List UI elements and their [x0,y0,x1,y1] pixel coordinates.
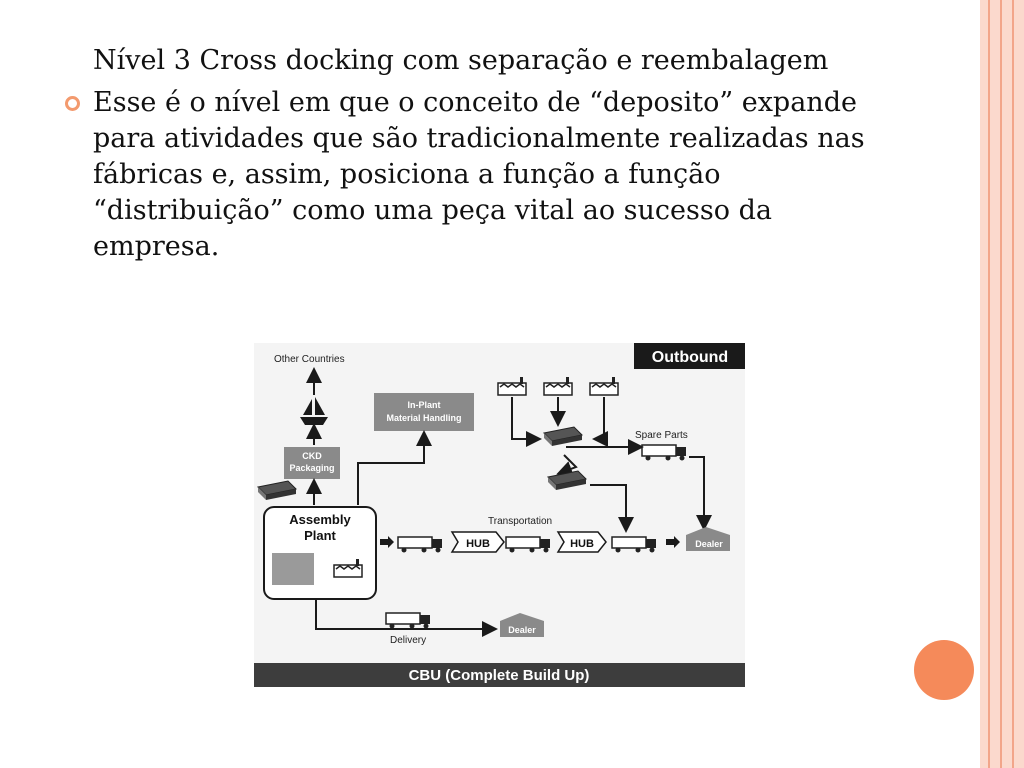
truck-icon [641,444,687,462]
crate-icon [543,426,583,447]
spare-parts-label: Spare Parts [635,430,688,441]
bullet-icon [65,96,80,111]
right-border-band [980,0,1024,768]
ckd-packaging-box [284,447,340,479]
ckd-label: CKD [302,451,322,461]
footer-label: CBU (Complete Build Up) [409,667,590,684]
other-countries-label: Other Countries [274,354,345,365]
hub-box [556,531,607,553]
truck-icon [505,536,551,554]
in-plant-box [374,393,474,431]
slide-heading: Nível 3 Cross docking com separação e re… [93,45,829,76]
arrow-icon [380,536,394,548]
outbound-badge: Outbound [652,349,728,366]
dealer-icon [500,613,544,637]
plant-label: Plant [304,528,336,543]
outbound-diagram: Outbound Other Countries CKD Packaging I… [254,343,745,687]
material-handling-label: Material Handling [386,413,461,423]
bullet-text: Esse é o nível em que o conceito de “dep… [93,87,865,262]
factory-icon [543,376,573,396]
crate-icon [547,470,587,491]
border-stripe [1012,0,1014,768]
plant-photo [272,553,314,585]
hub-box [450,531,505,553]
assembly-label: Assembly [289,512,351,527]
truck-icon [611,536,657,554]
truck-icon [397,536,443,554]
in-plant-label: In-Plant [408,400,441,410]
bullet-item: Esse é o nível em que o conceito de “dep… [65,85,883,265]
border-stripe [1000,0,1002,768]
footer-bar [254,663,745,687]
ckd-packaging-label: Packaging [289,463,334,473]
border-stripe [988,0,990,768]
delivery-label: Delivery [390,635,426,646]
hub-label: HUB [466,538,490,550]
factory-icon [589,376,619,396]
outbound-badge-bg [634,343,745,369]
transportation-label: Transportation [488,516,552,527]
ship-icon [300,397,328,425]
dealer-label: Dealer [695,539,723,549]
decorative-circle [914,640,974,700]
factory-icon [497,376,527,396]
hub-label: HUB [570,538,594,550]
dealer-icon [686,527,730,551]
dealer-label: Dealer [508,625,536,635]
arrow-icon [666,536,680,548]
crate-icon [257,480,297,501]
slide-content: Nível 3 Cross docking com separação e re… [65,42,883,265]
truck-icon [385,612,431,630]
